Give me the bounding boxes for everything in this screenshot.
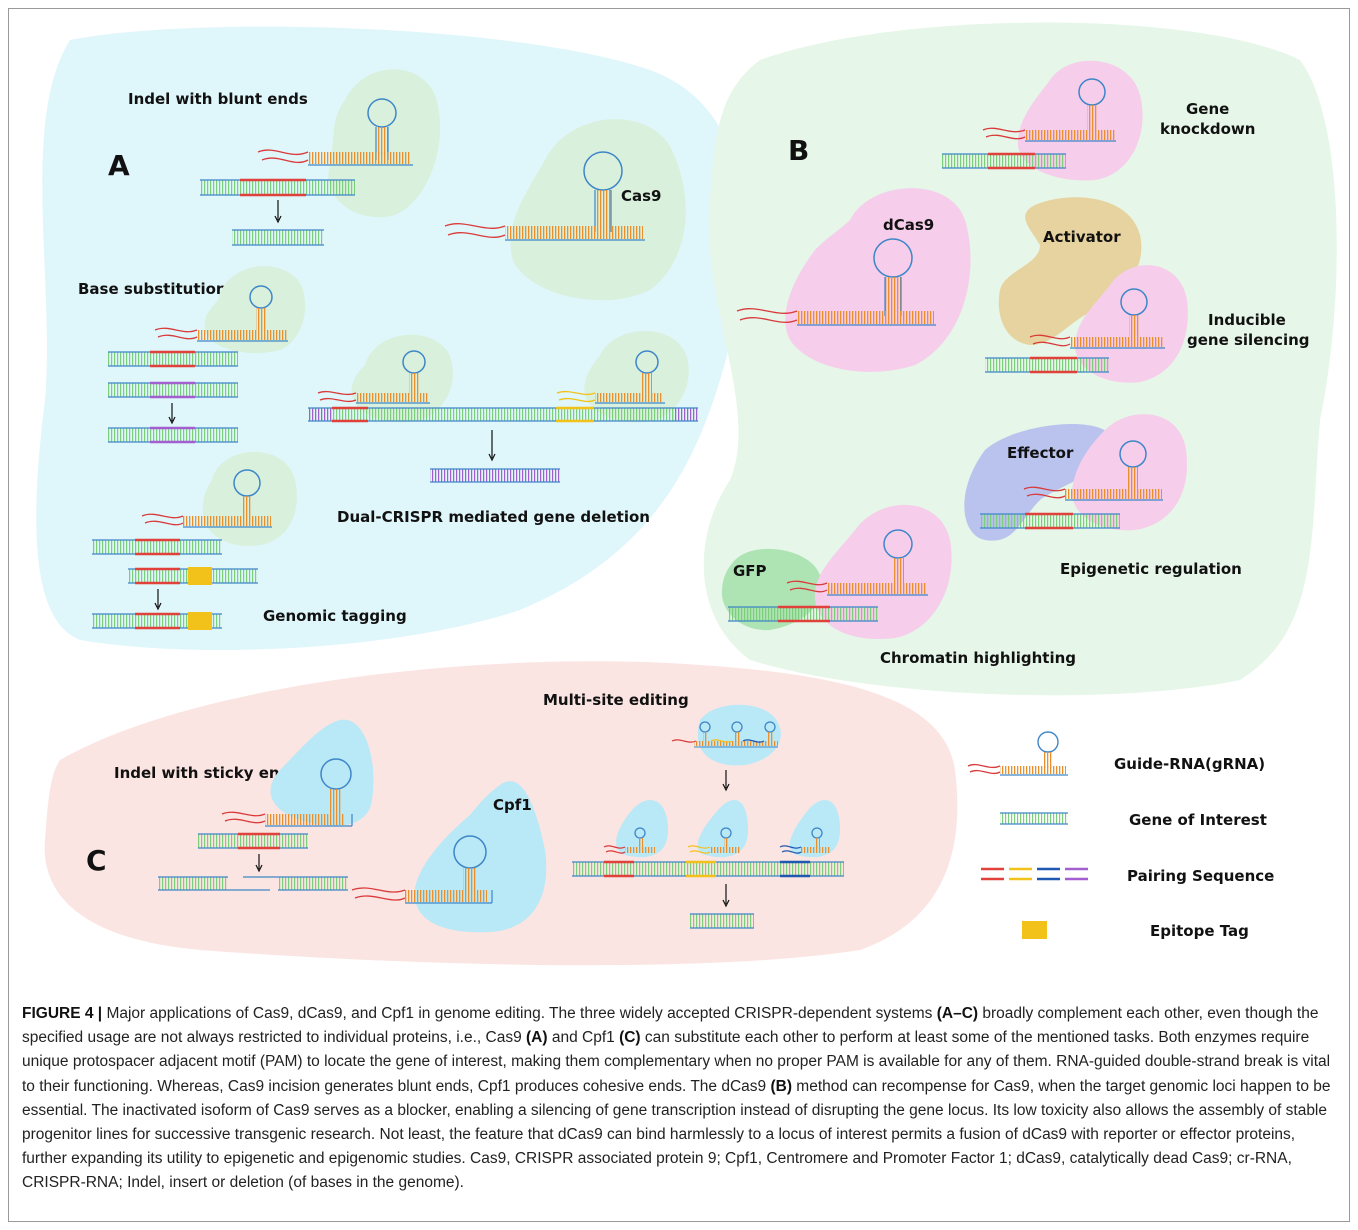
figure-caption: FIGURE 4 | Major applications of Cas9, d…: [22, 1002, 1338, 1196]
legend-grna-icon: [967, 731, 1068, 776]
dna-epigenetic: [980, 512, 1120, 530]
legend-pairing-label: Pairing Sequence: [1127, 867, 1274, 885]
label-cpf1: Cpf1: [493, 796, 532, 814]
panel-c-content: Multi-site editing Indel with sticky end…: [114, 691, 844, 933]
grna-chromatin: [786, 529, 928, 596]
label-dual: Dual-CRISPR mediated gene deletion: [337, 508, 650, 526]
panel-b-content: Gene knockdown dCas9: [721, 60, 1310, 667]
caption-text-2: broadly complement each other, even thou…: [22, 1005, 1319, 1047]
caption-ref-b: (B): [770, 1077, 792, 1095]
dna-knockdown: [942, 152, 1066, 170]
legend-grna-label: Guide-RNA(gRNA): [1114, 755, 1265, 773]
grna-indel-blunt: [257, 98, 413, 166]
dna-dual: [308, 406, 698, 483]
label-inducible-1: Inducible: [1208, 311, 1286, 329]
effector-protein: [964, 423, 1113, 541]
legend-epitope-icon: [1022, 921, 1047, 939]
label-chromatin: Chromatin highlighting: [880, 649, 1076, 667]
label-dcas9: dCas9: [883, 216, 934, 234]
dna-tagging: [92, 538, 258, 630]
grna-epigenetic: [1023, 440, 1163, 501]
grna-dual-left: [317, 350, 430, 404]
dcas9-protein-knockdown: [1017, 60, 1143, 181]
label-effector: Effector: [1007, 444, 1074, 462]
grna-base-sub: [154, 285, 288, 342]
label-indel-blunt: Indel with blunt ends: [128, 90, 308, 108]
label-inducible-2: gene silencing: [1187, 331, 1310, 349]
dna-multi: [572, 860, 844, 929]
legend-epitope-label: Epitope Tag: [1150, 922, 1249, 940]
grna-dual-right: [556, 350, 665, 404]
legend: Guide-RNA(gRNA) Gene of Interest Pairing…: [967, 731, 1274, 940]
dna-inducible: [985, 356, 1109, 374]
panel-b-letter: B: [788, 134, 809, 167]
caption-text-0: Major applications of Cas9, dCas9, and C…: [102, 1005, 937, 1022]
label-base-sub: Base substitution: [78, 280, 227, 298]
panel-a-letter: A: [108, 149, 130, 182]
cpf1-protein-sticky: [270, 719, 374, 826]
caption-ref-a: (A): [526, 1029, 548, 1047]
grna-cpf1: [351, 835, 493, 904]
label-gfp: GFP: [733, 562, 767, 580]
label-knockdown-1: Gene: [1186, 100, 1229, 118]
crispr-figure: A B C Indel with blunt ends: [36, 22, 1337, 966]
label-cas9: Cas9: [621, 187, 662, 205]
caption-text-6: can substitute each other to perform at …: [22, 1029, 1331, 1095]
dna-chromatin: [728, 605, 878, 623]
dcas9-protein: [785, 188, 971, 372]
grna-multi-top: [671, 721, 778, 792]
caption-text-8: method can recompense for Cas9, when the…: [22, 1077, 1331, 1192]
panel-c-letter: C: [86, 844, 107, 877]
dna-indel-blunt: [200, 178, 355, 246]
caption-ref-c: (C): [619, 1029, 641, 1047]
grna-dcas9: [736, 238, 936, 326]
dna-base-sub: [108, 350, 238, 444]
grna-tagging: [141, 469, 272, 528]
caption-label: FIGURE 4 |: [22, 1005, 103, 1022]
grna-cas9-large: [444, 151, 645, 241]
caption-text-4: and Cpf1: [547, 1029, 620, 1047]
caption-ref-ac: (A–C): [936, 1005, 979, 1022]
grna-inducible: [1029, 288, 1165, 349]
legend-gene-label: Gene of Interest: [1129, 811, 1267, 829]
dna-sticky: [158, 832, 348, 891]
dcas9-protein-chromatin: [814, 504, 952, 640]
label-multi: Multi-site editing: [543, 691, 689, 709]
label-sticky: Indel with sticky ends: [114, 764, 299, 782]
label-activator: Activator: [1043, 228, 1121, 246]
grna-sticky: [221, 758, 353, 827]
legend-gene-icon: [1000, 812, 1068, 825]
panel-a-content: Indel with blunt ends Cas9: [78, 69, 698, 630]
activator-protein: [998, 197, 1142, 345]
label-tagging: Genomic tagging: [263, 607, 407, 625]
grna-multi-sites: [603, 827, 831, 854]
label-knockdown-2: knockdown: [1160, 120, 1255, 138]
label-epigenetic: Epigenetic regulation: [1060, 560, 1242, 578]
legend-pairing-icon: [981, 867, 1088, 881]
grna-knockdown: [982, 78, 1116, 142]
